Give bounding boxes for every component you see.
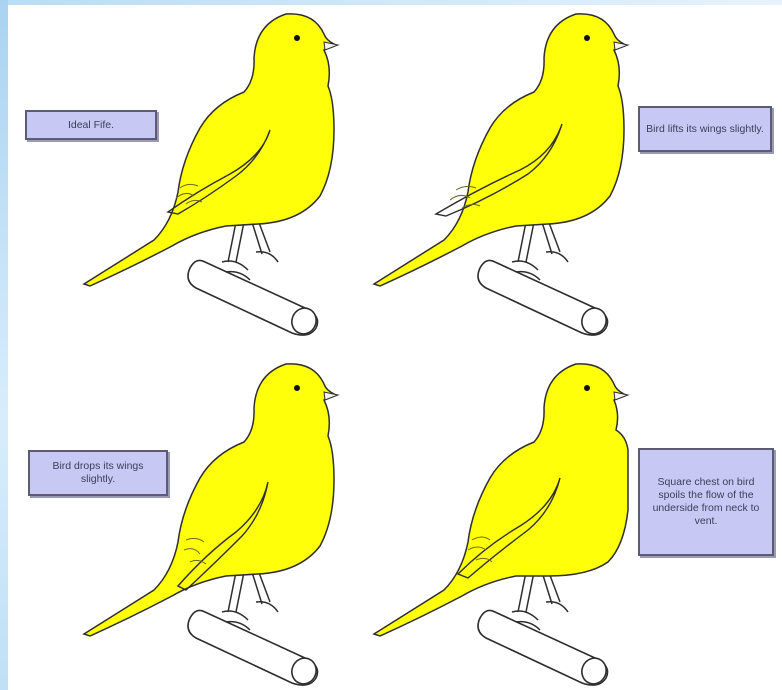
legs (512, 220, 568, 280)
canary-body (374, 364, 628, 636)
label-square-chest: Square chest on bird spoils the flow of … (638, 448, 774, 556)
eye (584, 35, 590, 41)
legs (222, 220, 278, 280)
canary-body (374, 14, 624, 286)
eye (584, 385, 590, 391)
panel-wings-lifted: Bird lifts its wings slightly. (290, 0, 672, 340)
beak (614, 42, 628, 50)
canary-illustration (290, 0, 672, 340)
label-wings-dropped: Bird drops its wings slightly. (28, 450, 168, 496)
legs (512, 570, 568, 630)
label-wings-lifted: Bird lifts its wings slightly. (638, 106, 772, 152)
beak (614, 392, 628, 400)
panel-square-chest: Square chest on bird spoils the flow of … (290, 350, 672, 690)
canary-illustration (290, 350, 672, 690)
perch (478, 610, 610, 687)
legs (222, 570, 278, 630)
label-ideal-fife: Ideal Fife. (25, 110, 157, 140)
perch (478, 260, 610, 337)
